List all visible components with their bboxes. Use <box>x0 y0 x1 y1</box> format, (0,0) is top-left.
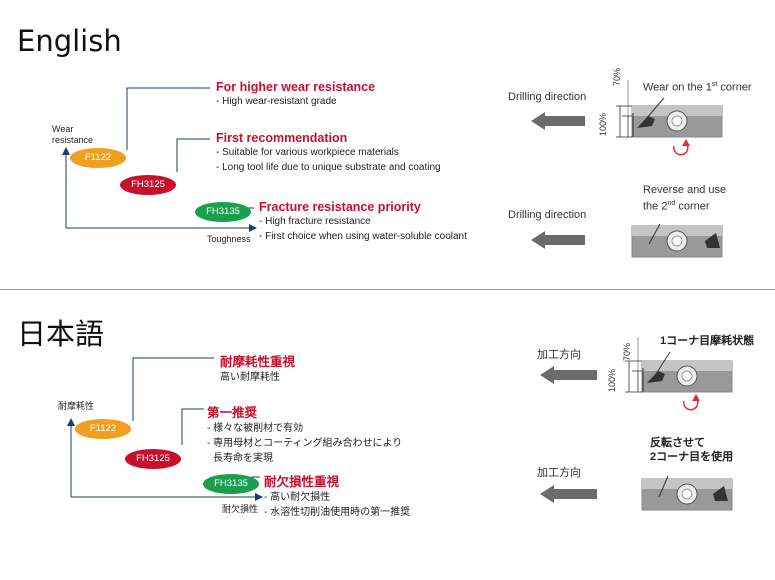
group-item: - 専用母材とコーティング組み合わせにより <box>207 438 403 449</box>
group-heading: First recommendation <box>216 131 348 145</box>
axis-label-fracture-resistance-ja: 耐欠損性 <box>222 504 259 514</box>
group-first-recommendation: First recommendation - Suitable for vari… <box>216 131 441 175</box>
group-item: - 様々な被削材で有効 <box>207 423 304 434</box>
axis-label-wear-resistance: Wear resistance <box>52 124 94 145</box>
grade-badge-f1122: F1122 <box>75 419 131 439</box>
group-heading: 第一推奨 <box>207 406 258 420</box>
section-title-japanese: 日本語 <box>17 317 105 351</box>
group-item: - Suitable for various workpiece materia… <box>216 147 399 158</box>
grade-badge-fh3125: FH3125 <box>120 175 176 195</box>
group-wear-resistance: For higher wear resistance - High wear-r… <box>216 80 375 109</box>
group-heading: 耐摩耗性重視 <box>220 355 296 369</box>
group-item: - First choice when using water-soluble … <box>259 231 467 242</box>
drilling-direction-label: 加工方向 <box>537 467 581 479</box>
group-item: - High fracture resistance <box>259 216 371 227</box>
rotation-arrow-icon <box>683 397 699 411</box>
dimension-100-label: 100% <box>607 368 617 392</box>
group-heading: Fracture resistance priority <box>259 200 421 214</box>
wear-note-ja: 1コーナ目摩耗状態 <box>660 335 755 347</box>
group-item: - 高い耐欠損性 <box>264 492 331 503</box>
grade-badge-fh3125: FH3125 <box>125 449 181 469</box>
group-heading: 耐欠損性重視 <box>264 475 340 489</box>
group-first-recommendation-ja: 第一推奨 - 様々な被削材で有効 - 専用母材とコーティング組み合わせにより 長… <box>207 402 402 466</box>
group-item: 高い耐摩耗性 <box>220 372 280 383</box>
group-wear-resistance-ja: 耐摩耗性重視 高い耐摩耗性 <box>220 351 295 385</box>
direction-arrow-icon <box>540 366 597 384</box>
drilling-direction-label: Drilling direction <box>508 91 587 103</box>
wear-note: Wear on the 1st corner <box>643 81 752 94</box>
group-item: 長寿命を実現 <box>213 453 273 464</box>
direction-arrow-icon <box>531 231 585 249</box>
direction-arrow-icon <box>531 112 585 130</box>
axis-label-wear-resistance-ja: 耐摩耗性 <box>58 401 95 411</box>
reverse-note: Reverse and use the 2nd corner <box>643 184 727 213</box>
drilling-direction-label: Drilling direction <box>508 209 587 221</box>
group-item: - 水溶性切削油使用時の第一推奨 <box>264 507 411 518</box>
group-item: - High wear-resistant grade <box>216 96 337 107</box>
grade-badge-fh3135: FH3135 <box>195 202 251 222</box>
direction-arrow-icon <box>540 485 597 503</box>
grade-badge-fh3135: FH3135 <box>203 474 259 494</box>
axis-label-toughness: Toughness <box>207 234 251 244</box>
grade-badge-f1122: F1122 <box>70 148 126 168</box>
section-title-english: English <box>17 24 122 58</box>
reverse-note-ja: 反転させて 2コーナ目を使用 <box>650 437 734 463</box>
selection-chart-en <box>62 80 723 258</box>
group-heading: For higher wear resistance <box>216 80 376 94</box>
dimension-70-label: 70% <box>622 342 632 361</box>
rotation-arrow-icon <box>673 142 689 156</box>
drilling-direction-label: 加工方向 <box>537 349 581 361</box>
group-fracture-resistance: Fracture resistance priority - High frac… <box>259 200 467 244</box>
group-fracture-resistance-ja: 耐欠損性重視 - 高い耐欠損性 - 水溶性切削油使用時の第一推奨 <box>264 471 410 520</box>
group-item: - Long tool life due to unique substrate… <box>216 162 441 173</box>
section-divider <box>0 289 775 290</box>
